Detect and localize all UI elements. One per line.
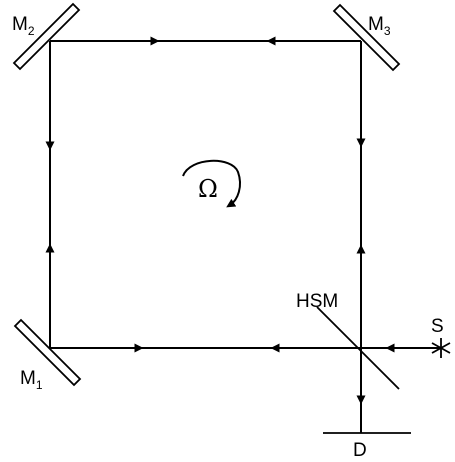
mirror-m2 xyxy=(12,2,81,71)
label-m1: M1 xyxy=(20,368,43,392)
rotation-arrow-icon xyxy=(182,159,241,208)
label-m3: M3 xyxy=(368,14,391,38)
label-source: S xyxy=(431,316,444,337)
label-detector: D xyxy=(353,440,367,461)
label-m2: M2 xyxy=(12,14,35,38)
label-omega: Ω xyxy=(198,175,218,203)
half-silvered-mirror xyxy=(316,306,400,390)
mirror-m3 xyxy=(332,3,401,72)
label-hsm: HSM xyxy=(296,291,338,312)
source-star-icon xyxy=(431,338,451,358)
mirror-m1 xyxy=(13,318,82,387)
